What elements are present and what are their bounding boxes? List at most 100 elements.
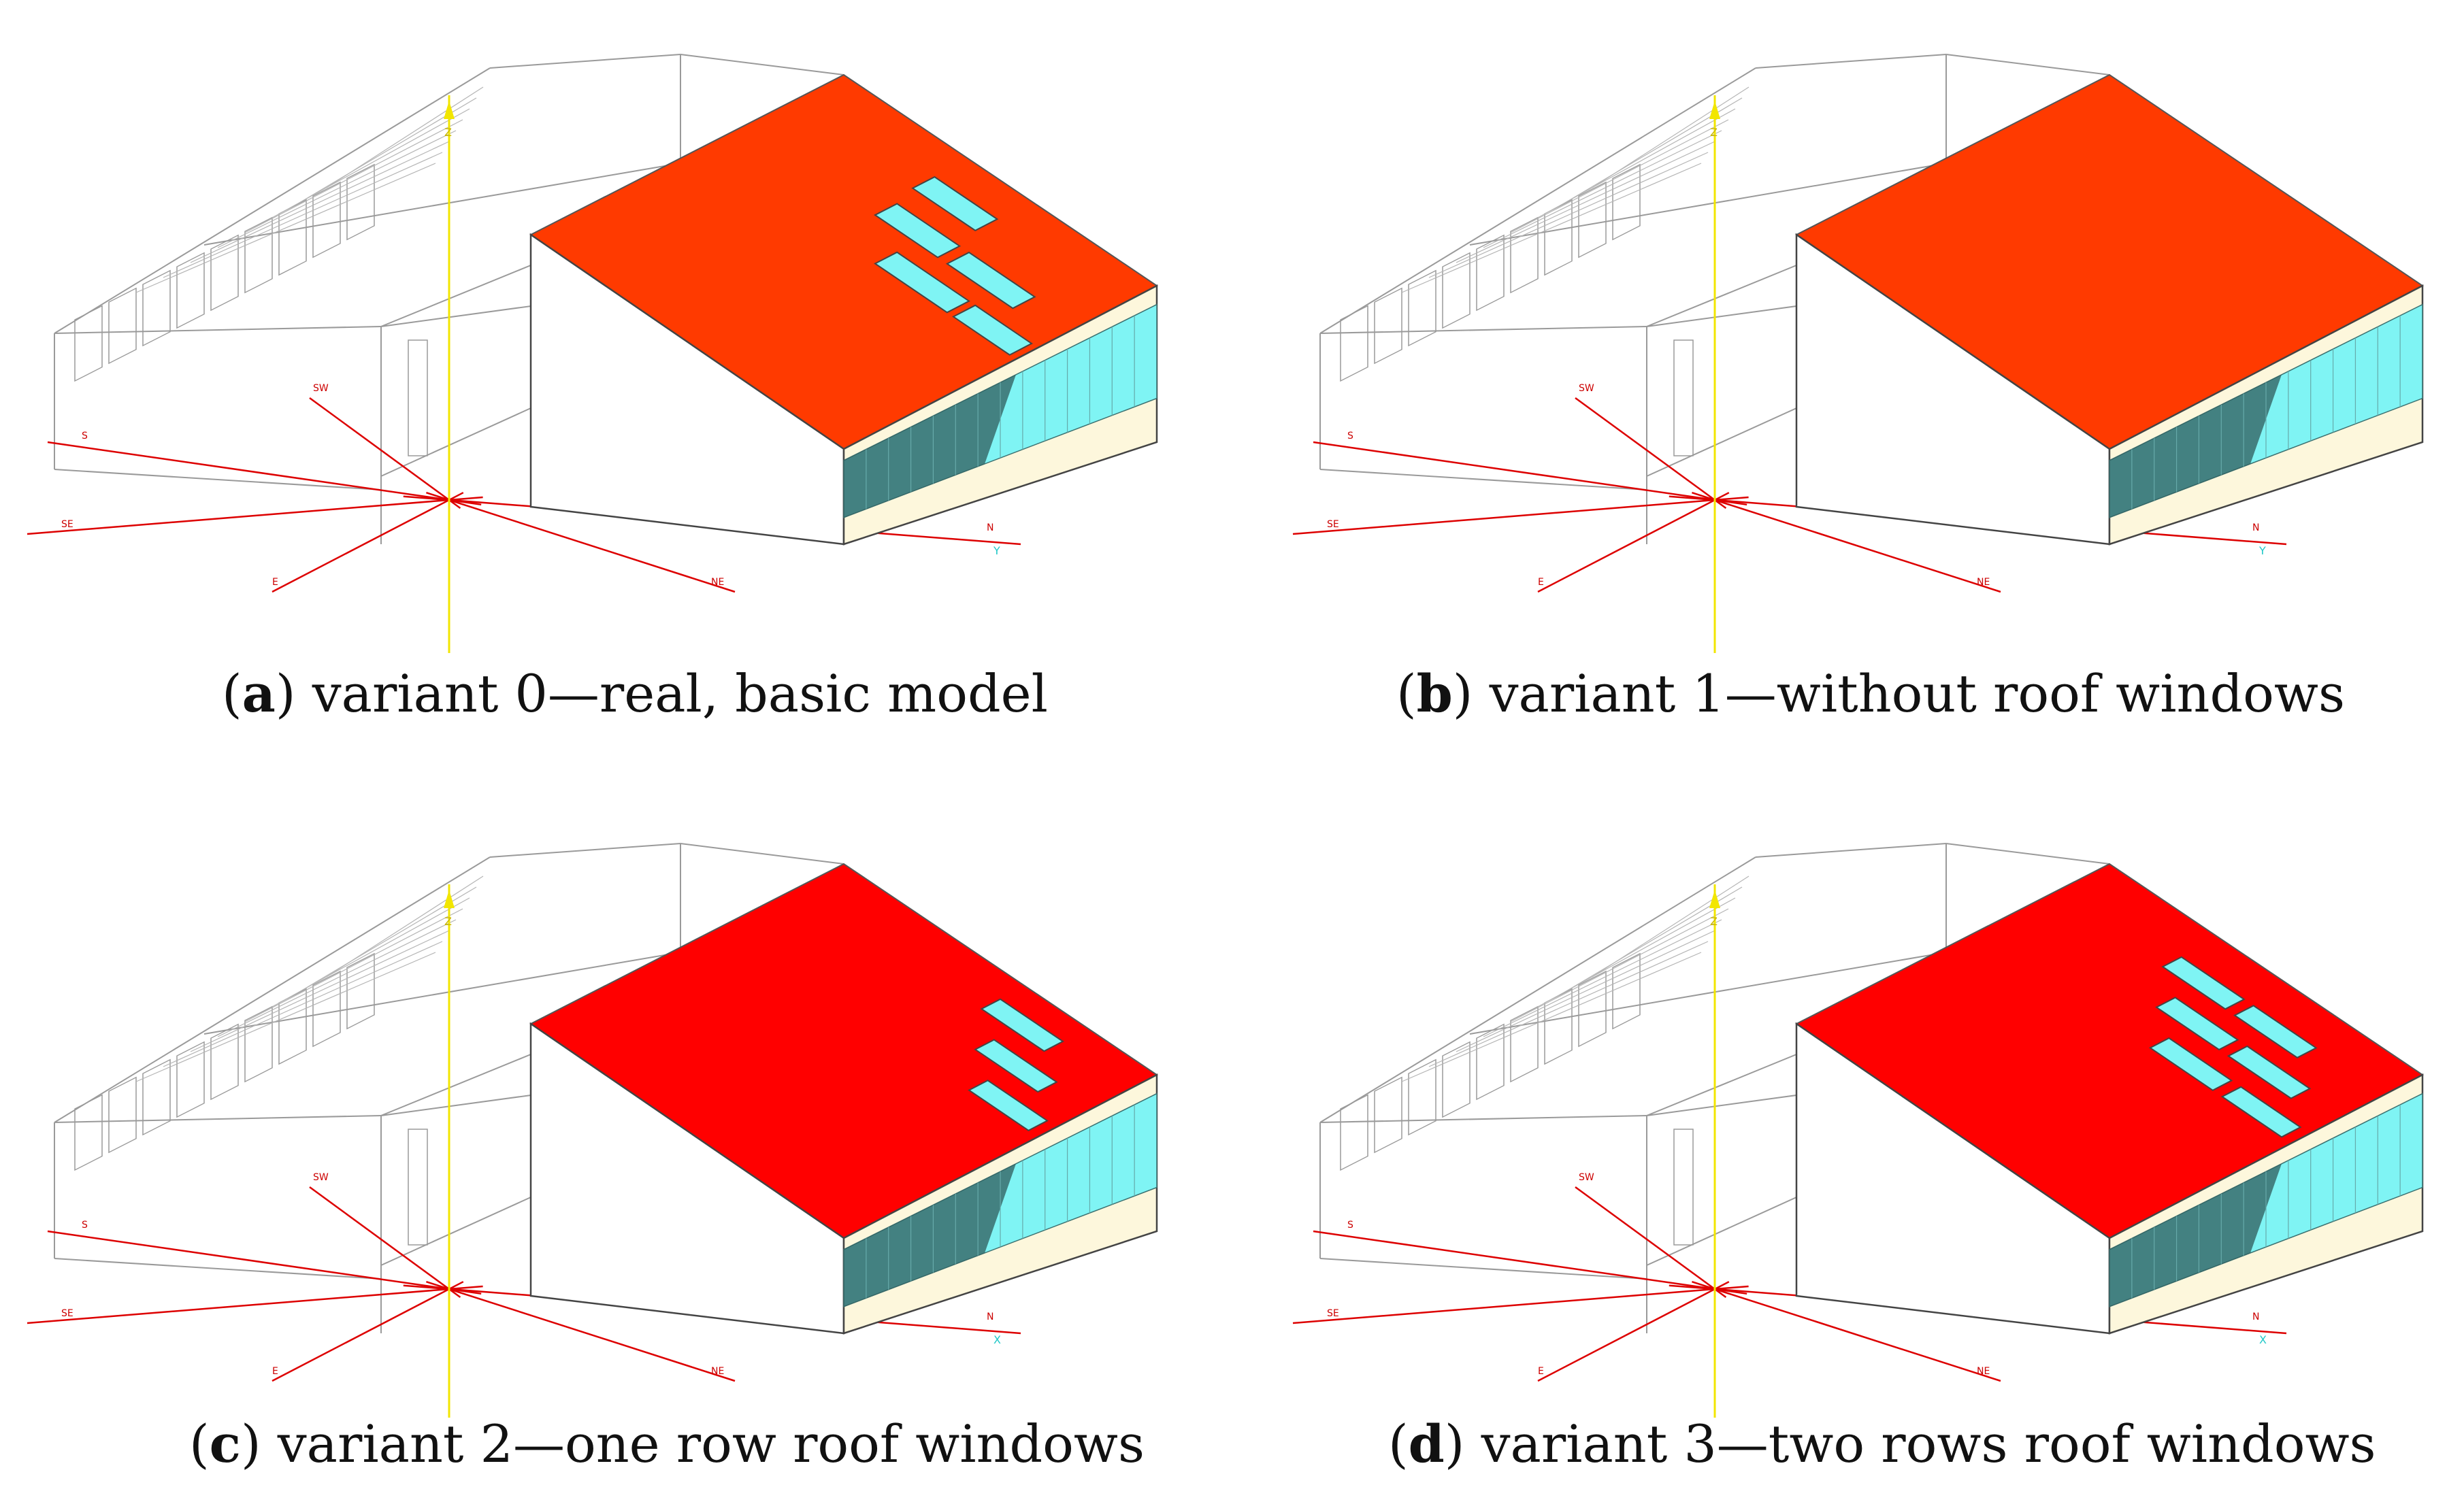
compass-label: SE (61, 519, 73, 530)
wireframe-window (142, 1058, 171, 1136)
compass-label: NE (711, 577, 724, 588)
roof-window (874, 203, 962, 258)
wireframe-edge (54, 67, 491, 334)
caption-text-c: variant 2—one row roof windows (277, 1414, 1145, 1474)
compass-ray (47, 1230, 482, 1295)
wireframe-roof-rib (1456, 141, 1715, 263)
caption-a: (a) variant 0—real, basic model (222, 663, 1048, 724)
caption-text-a: variant 0—real, basic model (312, 663, 1048, 724)
x-axis-label: X (993, 1333, 1001, 1346)
wireframe-edge (54, 1258, 382, 1280)
z-axis-arrow (1709, 101, 1720, 119)
compass-ray (1292, 496, 1749, 535)
caption-letter-c: c (209, 1414, 241, 1474)
wireframe-edge (1319, 326, 1647, 334)
wireframe-edge (54, 856, 491, 1123)
wireframe-window (210, 1023, 239, 1101)
wireframe-edge (1319, 856, 1756, 1123)
wireframe-window (1442, 252, 1471, 329)
wireframe-edge (1646, 407, 1797, 477)
wireframe-roof-rib (1483, 919, 1722, 1037)
roof-window (945, 251, 1036, 310)
compass-label: SW (313, 1172, 329, 1183)
compass-ray (47, 441, 482, 506)
wireframe-window (244, 216, 273, 294)
wireframe-roof-rib (1456, 930, 1715, 1052)
wireframe-roof-rib (1483, 130, 1722, 248)
z-axis-label: Z (1710, 915, 1718, 928)
x-axis-label: Y (2258, 544, 2266, 557)
roof-window (2161, 956, 2246, 1010)
roof-window (980, 998, 1064, 1052)
wireframe-window (142, 269, 171, 347)
wireframe-roof-rib (326, 875, 484, 978)
wireframe-edge (1646, 1054, 1797, 1116)
compass-ray (309, 397, 461, 510)
wireframe-window (1578, 970, 1607, 1048)
x-axis-label: X (2259, 1333, 2267, 1346)
wireframe-window (1408, 269, 1436, 347)
wireframe-edge (489, 843, 681, 858)
compass-label: SW (1579, 1172, 1594, 1183)
wireframe-roof-rib (1401, 163, 1702, 293)
wireframe-window (74, 305, 103, 382)
wireframe-edge (203, 163, 681, 246)
wireframe-roof-rib (217, 919, 457, 1037)
z-axis-arrow (1709, 890, 1720, 908)
wall-glazing-shadow (2109, 374, 2282, 518)
wireframe-door (1673, 339, 1694, 456)
wall-glazing-shadow (844, 374, 1016, 518)
wireframe-window (1374, 287, 1402, 365)
compass-ray (1692, 1281, 2001, 1382)
compass-label: SE (1327, 519, 1339, 530)
wireframe-roof-rib (1510, 119, 1729, 233)
z-axis-arrow (444, 101, 455, 119)
wireframe-roof-rib (244, 908, 463, 1022)
wireframe-edge (380, 1054, 531, 1116)
compass-ray (1313, 441, 1747, 506)
compass-label: E (1538, 1366, 1544, 1377)
caption-text-b: variant 1—without roof windows (1489, 663, 2345, 724)
compass-label: SE (61, 1308, 73, 1319)
roof-window (2148, 1037, 2233, 1091)
wireframe-roof-rib (1428, 941, 1709, 1067)
wireframe-window (1510, 1005, 1539, 1083)
compass-label: SW (1579, 383, 1594, 394)
compass-label: S (1347, 1220, 1353, 1231)
wireframe-roof-rib (244, 119, 463, 233)
wireframe-window (210, 234, 239, 312)
compass-ray (27, 496, 483, 535)
roof-window (2220, 1086, 2302, 1138)
wireframe-roof-rib (1592, 86, 1750, 188)
wireframe-roof-rib (163, 152, 443, 278)
roof-window (2233, 1005, 2318, 1058)
compass-ray (1575, 1186, 1727, 1299)
compass-ray (309, 1186, 461, 1299)
wireframe-edge (54, 1115, 382, 1123)
caption-letter-a: a (242, 663, 276, 724)
compass-ray (426, 492, 736, 593)
wireframe-window (108, 287, 137, 365)
caption-letter-d: d (1408, 1414, 1445, 1474)
wireframe-edge (1646, 265, 1797, 327)
wireframe-window (176, 1041, 205, 1118)
compass-label: N (987, 1312, 993, 1322)
wireframe-door (408, 339, 428, 456)
compass-label: E (272, 577, 278, 588)
wireframe-edge (1945, 54, 2110, 76)
caption-b: (b) variant 1—without roof windows (1396, 663, 2345, 724)
wireframe-window (346, 163, 375, 241)
compass-label: SW (313, 383, 329, 394)
wall-glazing-shadow (844, 1163, 1016, 1307)
compass-label: E (1538, 577, 1544, 588)
wireframe-roof-rib (190, 141, 450, 263)
compass-label: S (1347, 431, 1353, 441)
wireframe-window (244, 1005, 273, 1083)
roof-window (968, 1080, 1049, 1132)
roof-window (2227, 1045, 2312, 1099)
wireframe-edge (489, 54, 681, 69)
